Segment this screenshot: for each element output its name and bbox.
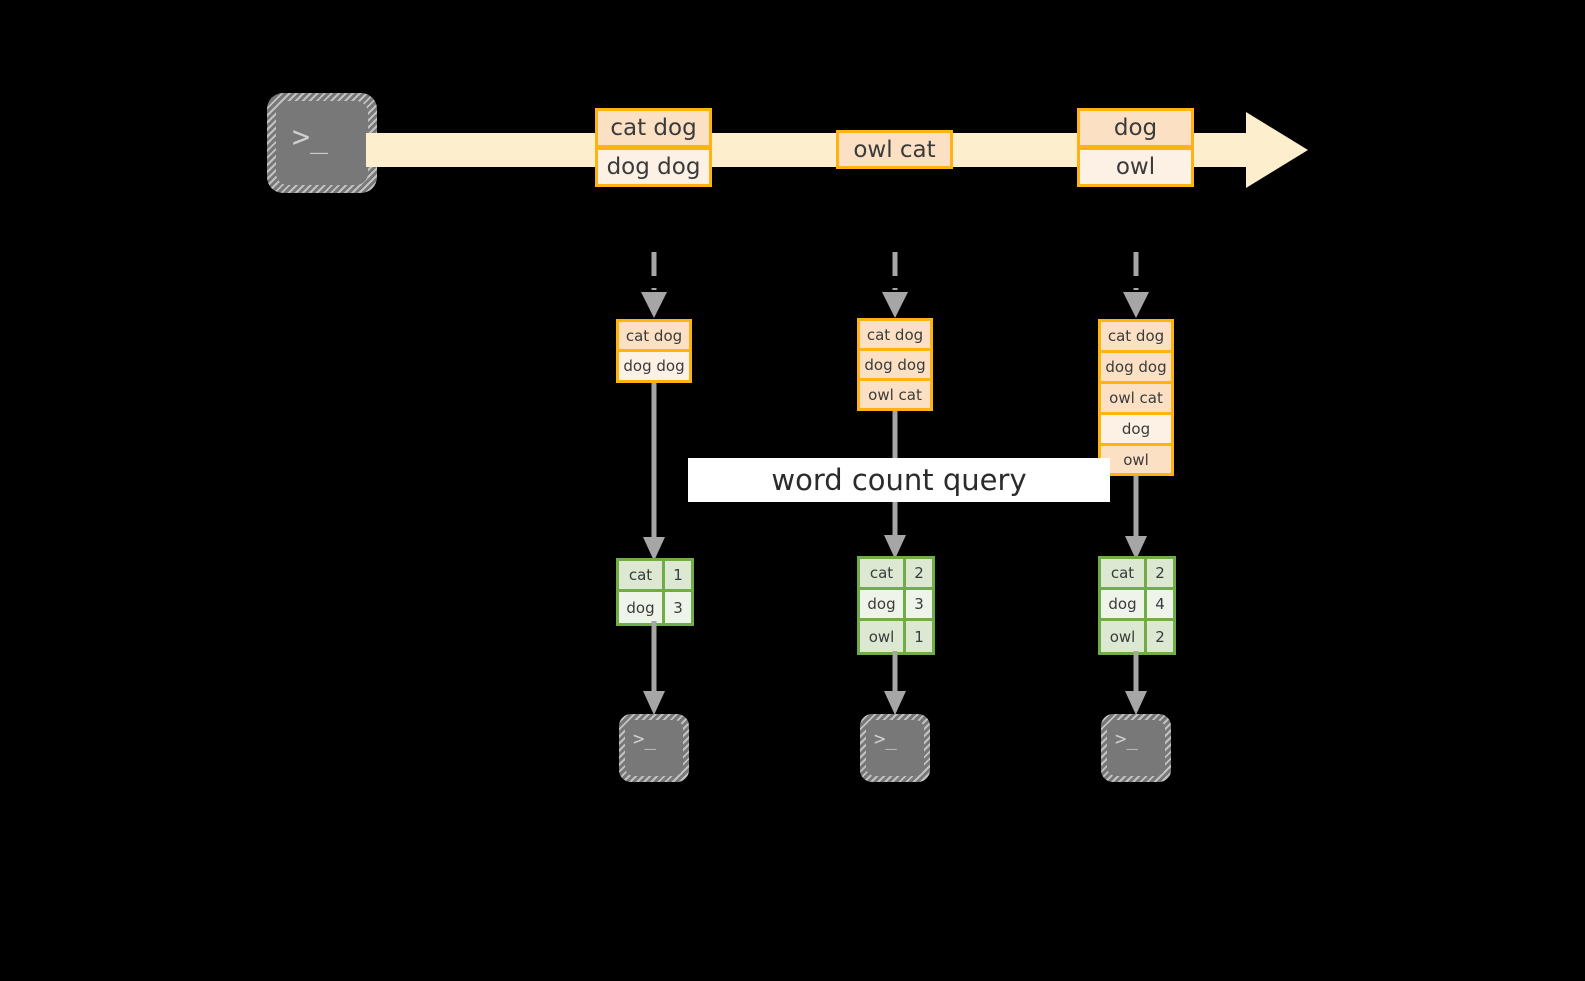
input-buffer-stack: cat dog dog dog owl cat [857,318,933,411]
buffer-cell: cat dog [1101,322,1171,353]
stream-record: owl [1077,147,1194,187]
table-cell-word: owl [1101,621,1147,652]
sink-terminal-prompt-glyph: >_ [874,728,897,750]
sink-terminal-prompt-glyph: >_ [1115,728,1138,750]
table-cell-word: dog [619,592,665,623]
sink-terminal-icon: >_ [619,714,689,782]
sink-arrow [882,651,908,717]
table-row: owl 2 [1101,621,1173,652]
result-table: cat 1 dog 3 [616,558,694,626]
result-table: cat 2 dog 3 owl 1 [857,556,935,655]
table-cell-count: 4 [1147,590,1173,618]
table-cell-count: 3 [665,592,691,623]
sink-terminal-body [1107,720,1165,776]
table-cell-count: 2 [1147,621,1173,652]
source-terminal-icon: >_ [267,93,377,193]
buffer-cell: owl [1101,446,1171,473]
table-cell-count: 1 [665,561,691,589]
buffer-cell: dog dog [1101,353,1171,384]
table-row: cat 1 [619,561,691,592]
query-label-banner: word count query [688,458,1110,502]
table-cell-count: 1 [906,621,932,652]
buffer-cell: owl cat [1101,384,1171,415]
stream-record: dog dog [595,147,712,187]
table-cell-word: owl [860,621,906,652]
table-cell-word: cat [1101,559,1147,587]
source-terminal-prompt-glyph: >_ [292,120,329,155]
table-row: dog 3 [619,592,691,623]
query-label-text: word count query [771,463,1027,497]
query-arrow [1123,476,1149,562]
table-cell-count: 3 [906,590,932,618]
table-cell-word: dog [860,590,906,618]
table-row: owl 1 [860,621,932,652]
table-row: dog 4 [1101,590,1173,621]
source-terminal-body [276,101,368,185]
sink-terminal-icon: >_ [1101,714,1171,782]
table-row: cat 2 [1101,559,1173,590]
buffer-cell: owl cat [860,381,930,408]
table-row: dog 3 [860,590,932,621]
buffer-cell: cat dog [619,322,689,352]
buffer-cell: dog dog [860,351,930,381]
table-cell-word: dog [1101,590,1147,618]
sink-terminal-prompt-glyph: >_ [633,728,656,750]
table-cell-count: 2 [1147,559,1173,587]
sink-terminal-body [625,720,683,776]
stream-record: owl cat [836,130,953,169]
buffer-cell: dog dog [619,352,689,380]
sink-terminal-body [866,720,924,776]
buffer-cell: dog [1101,415,1171,446]
input-buffer-stack: cat dog dog dog [616,319,692,383]
table-row: cat 2 [860,559,932,590]
dashed-connector-arrow [878,252,912,320]
table-cell-word: cat [860,559,906,587]
table-cell-count: 2 [906,559,932,587]
sink-terminal-icon: >_ [860,714,930,782]
buffer-cell: cat dog [860,321,930,351]
input-buffer-stack: cat dog dog dog owl cat dog owl [1098,319,1174,476]
result-table: cat 2 dog 4 owl 2 [1098,556,1176,655]
table-cell-word: cat [619,561,665,589]
dashed-connector-arrow [1119,252,1153,320]
sink-arrow [641,621,667,717]
dashed-connector-arrow [637,252,671,320]
stream-record: dog [1077,108,1194,148]
stream-record: cat dog [595,108,712,148]
query-arrow [641,383,667,563]
sink-arrow [1123,651,1149,717]
